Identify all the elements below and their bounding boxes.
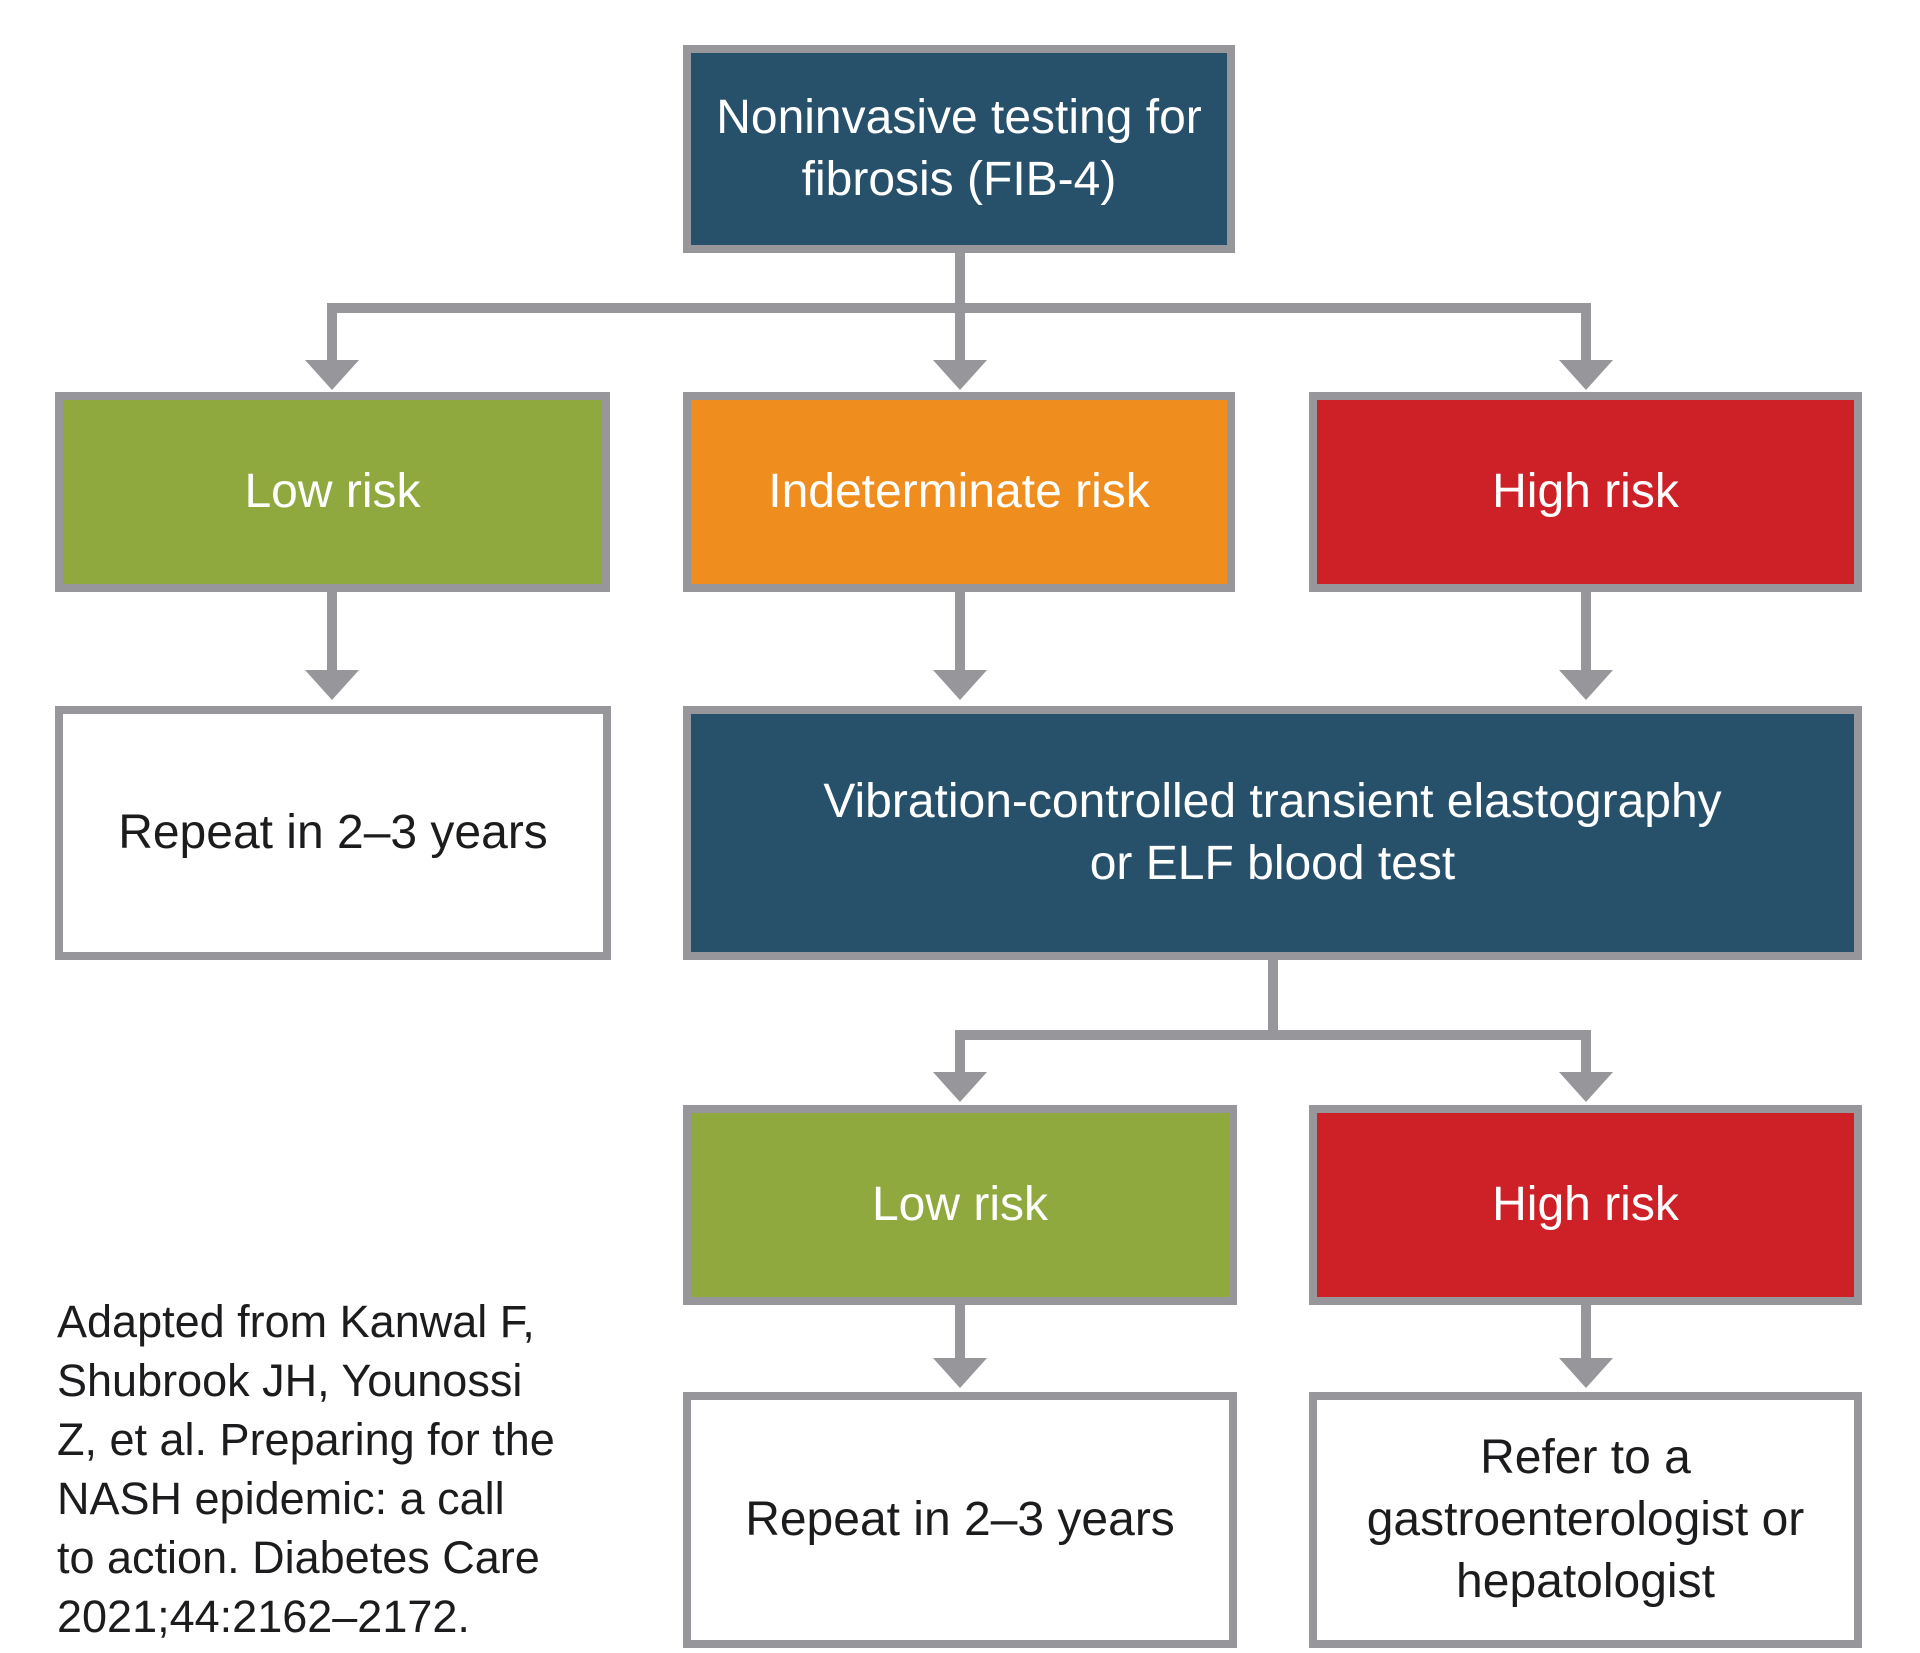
connector-high-second-to-refer bbox=[1581, 1305, 1591, 1358]
arrow-down-icon bbox=[305, 670, 359, 700]
node-repeat-first: Repeat in 2–3 years bbox=[55, 706, 611, 960]
citation-footnote: Adapted from Kanwal F, Shubrook JH, Youn… bbox=[57, 1292, 597, 1646]
citation-line: 2021;44:2162–2172. bbox=[57, 1591, 470, 1642]
connector-drop-low-second bbox=[955, 1040, 965, 1072]
node-text-line: fibrosis (FIB-4) bbox=[801, 153, 1117, 206]
node-noninvasive-testing-label: Noninvasive testing for fibrosis (FIB-4) bbox=[716, 87, 1202, 211]
connector-root-stem bbox=[955, 253, 965, 308]
node-high-risk-second: High risk bbox=[1309, 1105, 1862, 1305]
arrow-down-icon bbox=[1559, 670, 1613, 700]
node-text-line: hepatologist bbox=[1456, 1555, 1715, 1608]
connector-high-to-test bbox=[1581, 592, 1591, 670]
node-high-risk-second-label: High risk bbox=[1492, 1178, 1679, 1231]
arrow-down-icon bbox=[1559, 1072, 1613, 1102]
citation-line: to action. Diabetes Care bbox=[57, 1532, 540, 1583]
citation-line: Z, et al. Preparing for the bbox=[57, 1414, 555, 1465]
node-repeat-second: Repeat in 2–3 years bbox=[683, 1392, 1237, 1648]
arrow-down-icon bbox=[305, 360, 359, 390]
connector-low-second-to-repeat bbox=[955, 1305, 965, 1358]
node-text-line: gastroenterologist or bbox=[1366, 1493, 1805, 1546]
connector-drop-indeterminate bbox=[955, 313, 965, 360]
citation-line: NASH epidemic: a call bbox=[57, 1473, 505, 1524]
node-low-risk-first-label: Low risk bbox=[244, 465, 421, 518]
arrow-down-icon bbox=[933, 1358, 987, 1388]
node-high-risk-first-label: High risk bbox=[1492, 465, 1679, 518]
connector-root-crossbar bbox=[327, 303, 1591, 313]
node-refer-specialist: Refer to a gastroenterologist or hepatol… bbox=[1309, 1392, 1862, 1648]
node-repeat-first-label: Repeat in 2–3 years bbox=[118, 806, 548, 859]
connector-test-stem bbox=[1268, 960, 1278, 1035]
citation-line: Shubrook JH, Younossi bbox=[57, 1355, 523, 1406]
node-indeterminate-risk-label: Indeterminate risk bbox=[768, 465, 1150, 518]
node-noninvasive-testing: Noninvasive testing for fibrosis (FIB-4) bbox=[683, 45, 1235, 253]
node-low-risk-second-label: Low risk bbox=[871, 1178, 1049, 1231]
node-text-line: Vibration-controlled transient elastogra… bbox=[823, 775, 1722, 828]
node-high-risk-first: High risk bbox=[1309, 392, 1862, 592]
arrow-down-icon bbox=[1559, 360, 1613, 390]
arrow-down-icon bbox=[1559, 1358, 1613, 1388]
citation-line: Adapted from Kanwal F, bbox=[57, 1296, 535, 1347]
node-elastography-test-label: Vibration-controlled transient elastogra… bbox=[823, 771, 1721, 895]
connector-drop-high-second bbox=[1581, 1040, 1591, 1072]
node-low-risk-first: Low risk bbox=[55, 392, 610, 592]
connector-drop-high bbox=[1581, 313, 1591, 360]
arrow-down-icon bbox=[933, 670, 987, 700]
connector-indeterminate-to-test bbox=[955, 592, 965, 670]
node-refer-specialist-label: Refer to a gastroenterologist or hepatol… bbox=[1367, 1427, 1805, 1613]
connector-test-crossbar bbox=[955, 1030, 1591, 1040]
arrow-down-icon bbox=[933, 360, 987, 390]
node-repeat-second-label: Repeat in 2–3 years bbox=[745, 1493, 1175, 1546]
connector-low-to-repeat bbox=[327, 592, 337, 670]
node-indeterminate-risk: Indeterminate risk bbox=[683, 392, 1235, 592]
node-low-risk-second: Low risk bbox=[683, 1105, 1237, 1305]
node-elastography-test: Vibration-controlled transient elastogra… bbox=[683, 706, 1862, 960]
connector-drop-low bbox=[327, 313, 337, 360]
arrow-down-icon bbox=[933, 1072, 987, 1102]
node-text-line: or ELF blood test bbox=[1089, 837, 1456, 890]
node-text-line: Noninvasive testing for bbox=[716, 91, 1202, 144]
node-text-line: Refer to a bbox=[1480, 1431, 1691, 1484]
